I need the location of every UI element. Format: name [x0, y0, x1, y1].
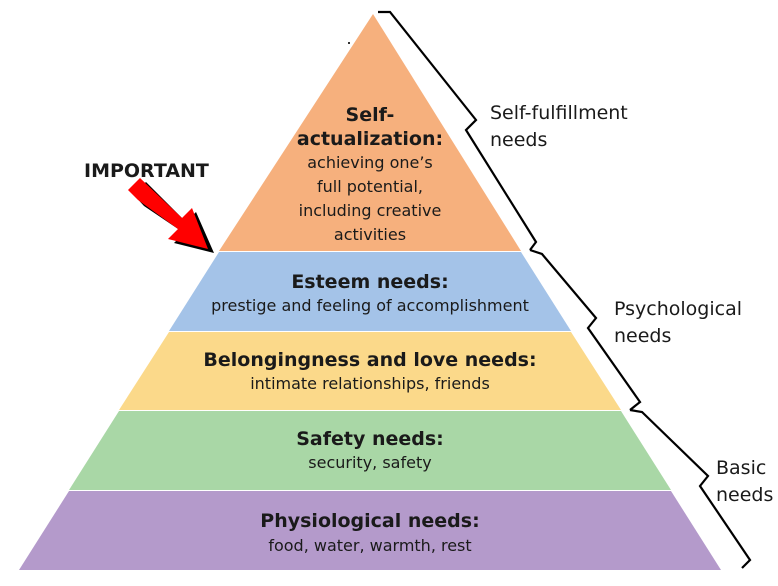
- bracket-psychological: [529, 248, 642, 411]
- self-actualization-title-line-2: actualization:: [297, 128, 443, 150]
- bracket-basic: [629, 408, 752, 569]
- self-actualization-desc-line-4: activities: [334, 225, 406, 244]
- esteem-title: Esteem needs:: [291, 271, 448, 293]
- safety-title: Safety needs:: [296, 428, 444, 450]
- self-actualization-desc-line-3: including creative: [299, 201, 442, 220]
- tier-physiological: [19, 491, 721, 570]
- esteem-desc: prestige and feeling of accomplishment: [211, 296, 529, 315]
- tier-safety: [69, 411, 671, 490]
- self-actualization-title-line-1: Self-: [346, 104, 395, 126]
- group-label-psychological-line-2: needs: [614, 325, 671, 347]
- tier-self-actualization: [219, 14, 521, 251]
- group-label-psychological-line-1: Psychological: [614, 298, 742, 320]
- group-label-self-fulfillment-line-1: Self-fulfillment: [490, 102, 628, 124]
- important-label: IMPORTANT: [84, 160, 209, 182]
- self-actualization-desc-line-2: full potential,: [317, 177, 423, 196]
- speck: [348, 42, 350, 44]
- group-label-basic-line-2: needs: [716, 484, 773, 506]
- arrow-icon: [128, 178, 214, 253]
- bracket-self-fulfillment: [378, 10, 538, 251]
- physiological-title: Physiological needs:: [260, 510, 479, 532]
- tier-esteem: [169, 252, 571, 331]
- belonging-desc: intimate relationships, friends: [250, 374, 490, 393]
- physiological-desc: food, water, warmth, rest: [268, 536, 471, 555]
- group-label-self-fulfillment-line-2: needs: [490, 129, 547, 151]
- self-actualization-desc-line-1: achieving one’s: [307, 153, 433, 172]
- group-label-basic-line-1: Basic: [716, 457, 766, 479]
- tier-belonging: [119, 332, 621, 410]
- safety-desc: security, safety: [308, 453, 431, 472]
- belonging-title: Belongingness and love needs:: [203, 349, 536, 371]
